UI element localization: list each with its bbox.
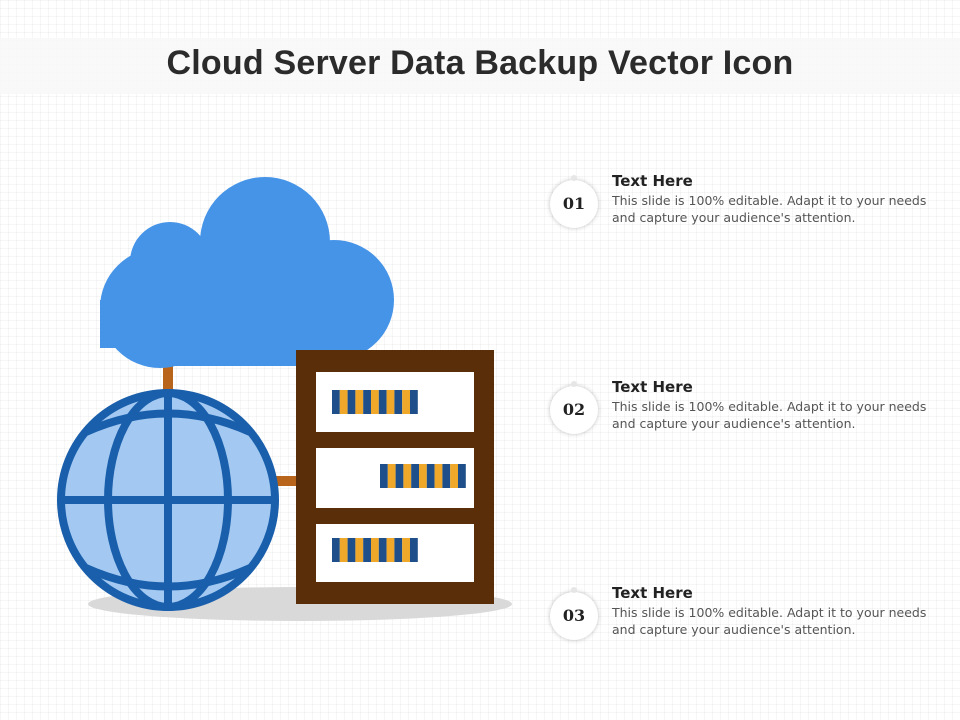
server-light: [403, 464, 412, 488]
title-band: [0, 38, 960, 94]
server-light: [442, 464, 451, 488]
badge-dot: [571, 381, 577, 387]
slide-title: Cloud Server Data Backup Vector Icon: [166, 44, 794, 82]
server-light: [332, 538, 340, 562]
server-light: [339, 390, 348, 414]
number-label: 01: [562, 194, 586, 213]
server-rack-icon: [296, 350, 494, 604]
server-light: [411, 464, 419, 488]
cloud-connector: [163, 360, 173, 400]
server-light: [458, 464, 466, 488]
server-light: [419, 464, 427, 488]
number-badge: 01: [550, 175, 598, 228]
server-light: [371, 390, 379, 414]
server-light: [347, 538, 356, 562]
server-light: [402, 538, 410, 562]
cloud-icon: [100, 177, 394, 368]
number-badge: 02: [550, 381, 598, 434]
list-item-2: 02 Text Here This slide is 100% editable…: [548, 378, 948, 448]
server-light: [378, 538, 387, 562]
number-badge: 03: [550, 587, 598, 640]
server-light: [371, 538, 379, 562]
globe-server-connector: [268, 476, 300, 486]
server-light: [450, 464, 458, 488]
server-light: [363, 538, 371, 562]
server-light: [410, 390, 418, 414]
server-light: [355, 390, 364, 414]
server-light: [380, 464, 388, 488]
server-light: [410, 538, 418, 562]
number-label: 03: [562, 606, 586, 625]
badge-dot: [571, 175, 577, 181]
server-light: [355, 538, 364, 562]
server-light: [394, 390, 403, 414]
item-heading: Text Here: [612, 172, 693, 190]
server-light: [387, 464, 396, 488]
globe-icon: [57, 389, 279, 611]
item-body: This slide is 100% editable. Adapt it to…: [612, 605, 927, 637]
server-light: [347, 390, 356, 414]
server-lights-2: [380, 464, 466, 488]
server-light: [378, 390, 387, 414]
item-body: This slide is 100% editable. Adapt it to…: [612, 193, 927, 225]
server-light: [402, 390, 410, 414]
server-light: [434, 464, 443, 488]
server-light: [394, 538, 403, 562]
badge-dot: [571, 587, 577, 593]
server-lights-1: [332, 390, 418, 414]
server-light: [339, 538, 348, 562]
item-heading: Text Here: [612, 584, 693, 602]
server-light: [363, 390, 371, 414]
number-label: 02: [562, 400, 586, 419]
server-lights-3: [332, 538, 418, 562]
server-light: [386, 390, 395, 414]
server-light: [332, 390, 340, 414]
server-light: [386, 538, 395, 562]
item-heading: Text Here: [612, 378, 693, 396]
illustration: [57, 177, 512, 621]
server-light: [395, 464, 404, 488]
list-item-1: 01 Text Here This slide is 100% editable…: [548, 172, 948, 242]
list-item-3: 03 Text Here This slide is 100% editable…: [548, 584, 948, 654]
item-body: This slide is 100% editable. Adapt it to…: [612, 399, 927, 431]
server-light: [426, 464, 435, 488]
